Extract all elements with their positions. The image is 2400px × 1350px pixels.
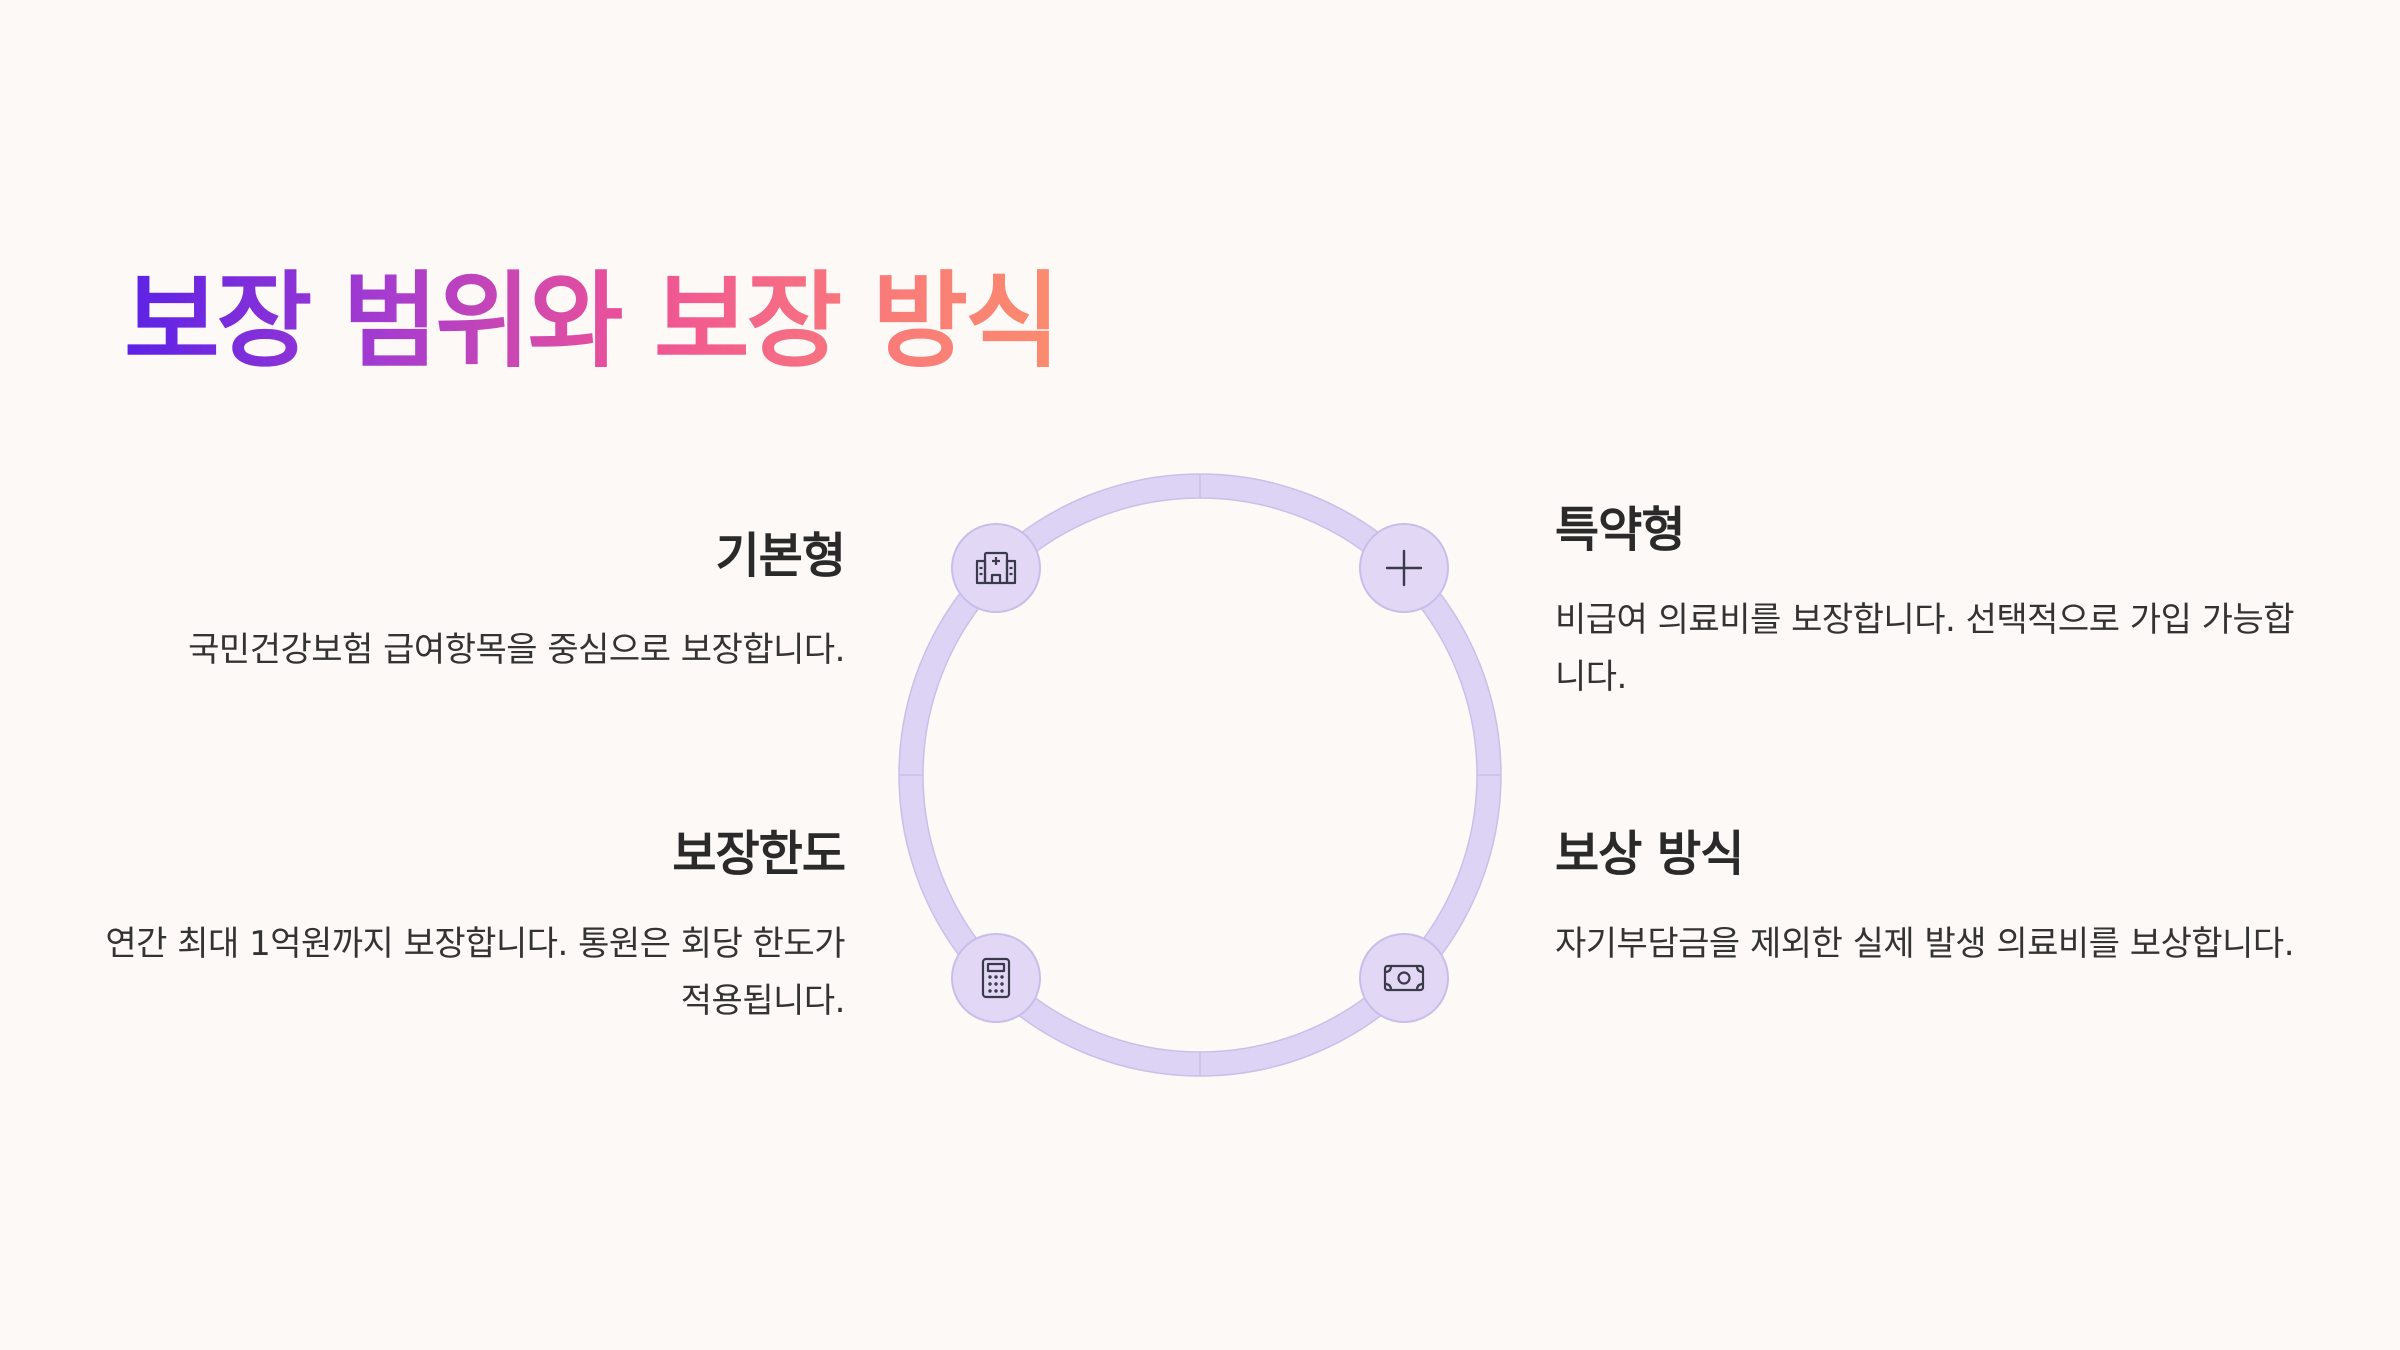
banknote-icon — [1383, 964, 1425, 992]
node-rider — [1359, 523, 1449, 613]
item-limit-text: 연간 최대 1억원까지 보장합니다. 통원은 회당 한도가 적용됩니다. — [105, 923, 845, 1021]
node-limit — [951, 933, 1041, 1023]
page-title: 보장 범위와 보장 방식 — [124, 260, 1061, 382]
item-basic-heading: 기본형 — [715, 528, 846, 584]
item-compensation: 보상 방식 자기부담금을 제외한 실제 발생 의료비를 보상합니다. — [1555, 826, 2300, 973]
node-compensation — [1359, 933, 1449, 1023]
item-limit: 보장한도 연간 최대 1억원까지 보장합니다. 통원은 회당 한도가 적용됩니다… — [100, 826, 846, 1030]
item-rider-heading: 특약형 — [1555, 502, 1685, 558]
hospital-icon — [975, 551, 1017, 585]
item-basic: 기본형 국민건강보험 급여항목을 중심으로 보장합니다. — [100, 528, 846, 679]
item-limit-heading: 보장한도 — [672, 826, 846, 882]
item-basic-text: 국민건강보험 급여항목을 중심으로 보장합니다. — [188, 629, 845, 670]
plus-icon — [1385, 549, 1423, 587]
calculator-icon — [981, 957, 1011, 999]
item-compensation-heading: 보상 방식 — [1555, 826, 1744, 882]
node-basic — [951, 523, 1041, 613]
item-rider: 특약형 비급여 의료비를 보장합니다. 선택적으로 가입 가능합니다. — [1555, 502, 2300, 706]
item-compensation-text: 자기부담금을 제외한 실제 발생 의료비를 보상합니다. — [1555, 923, 2295, 964]
item-rider-text: 비급여 의료비를 보장합니다. 선택적으로 가입 가능합니다. — [1555, 599, 2295, 697]
